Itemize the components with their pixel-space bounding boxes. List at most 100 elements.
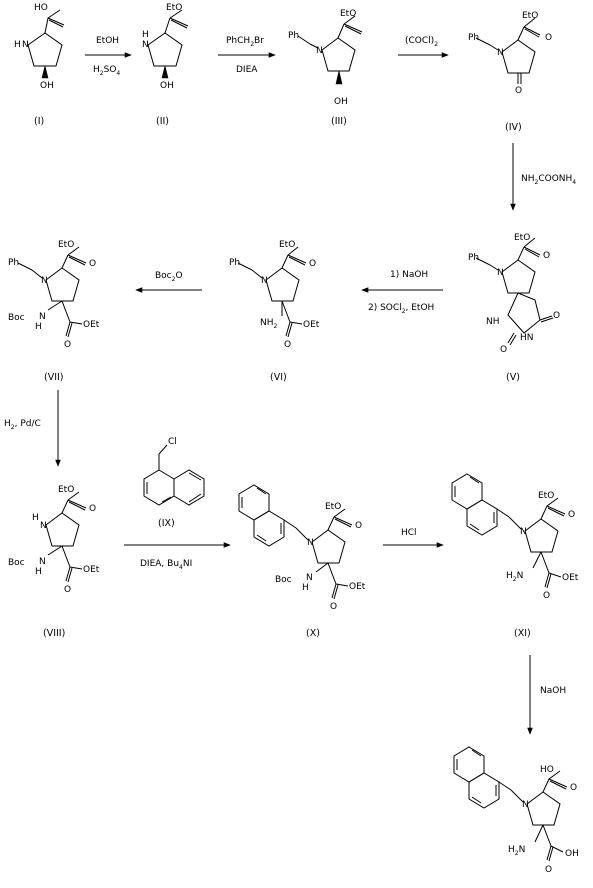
compound-label: (VIII): [43, 628, 65, 639]
ester2-label: OEt: [83, 565, 100, 575]
amine-h-label: H: [14, 40, 21, 50]
compound-V: Ph EtO N O NH HN O O (V): [468, 233, 560, 383]
compound-VIII: EtO N H O Boc N H OEt O (VIII): [8, 485, 100, 639]
carbonyl-o2-label: O: [64, 340, 71, 350]
compound-label: (VI): [270, 372, 287, 383]
nh-label: N: [306, 573, 313, 583]
ester-label: EtO: [538, 491, 554, 501]
nh-h-label: H: [35, 567, 42, 577]
ester-label: EtO: [522, 11, 538, 21]
amino-label: NH2: [260, 318, 278, 330]
step-2: PhCH2Br DIEA: [218, 36, 276, 75]
reagent: H2, Pd/C: [4, 419, 41, 431]
oxo-label: O: [545, 33, 552, 43]
compound-VI: Ph EtO N O NH2 OEt O (VI): [229, 240, 320, 383]
step-3: (COCl)2: [398, 36, 449, 58]
compound-VII: Ph EtO N O Boc N H OEt O (VII): [8, 240, 100, 383]
reagent-top: 1) NaOH: [390, 270, 428, 280]
amine-label: N: [261, 276, 268, 286]
oxo-label-1: O: [553, 311, 560, 321]
ketone-label: O: [515, 86, 522, 96]
compound-label: (IV): [505, 122, 522, 133]
step-5: 1) NaOH 2) SOCl2, EtOH: [361, 270, 443, 315]
benzyl-label: Ph: [468, 33, 479, 43]
reagent-top: (COCl)2: [405, 36, 438, 48]
benzyl-label: Ph: [8, 258, 19, 268]
ester2-label: OEt: [349, 582, 366, 592]
boc-label: Boc: [275, 575, 292, 585]
compound-label: (I): [34, 116, 44, 127]
compound-label: (IX): [158, 518, 175, 529]
compound-label: (III): [331, 116, 347, 127]
amine-label: N: [142, 40, 149, 50]
compound-III: Ph EtO N OH (III): [288, 9, 363, 127]
acid-label: HO: [540, 765, 554, 775]
amino-label: H2N: [508, 845, 525, 857]
nh-label-2: HN: [520, 333, 534, 343]
amine-h-label: H: [32, 513, 39, 523]
ester2-label: OEt: [83, 320, 100, 330]
compound-label: (XI): [514, 628, 531, 639]
ester-label: EtO: [325, 502, 341, 512]
hydroxyl-label: OH: [334, 97, 348, 107]
carbonyl-o-label: O: [309, 259, 316, 269]
reagent: NaOH: [540, 686, 566, 696]
carbonyl-o-label: O: [89, 504, 96, 514]
reagent-bottom: DIEA: [236, 65, 258, 75]
compound-XI: EtO N O H2N OEt O (XI): [451, 473, 579, 639]
amine-label: N: [41, 276, 48, 286]
carbonyl-o-label: O: [570, 783, 577, 793]
carbonyl-o2-label: O: [543, 591, 550, 601]
ester-label: EtO: [58, 485, 74, 495]
compound-label: (VII): [44, 372, 64, 383]
carbonyl-o2-label: O: [545, 865, 552, 875]
carbonyl-o2-label: O: [330, 602, 337, 612]
oxo-label-2: O: [500, 345, 507, 355]
compound-IX: Cl (IX): [143, 437, 205, 529]
ester-label: EtO: [340, 9, 356, 19]
nh-label: N: [39, 557, 46, 567]
compound-label: (X): [306, 628, 320, 639]
carbonyl-o-label: O: [89, 259, 96, 269]
benzyl-label: Ph: [288, 31, 299, 41]
hydroxyl-label: OH: [40, 81, 54, 91]
step-9: HCl: [383, 528, 444, 548]
amine-label: N: [316, 46, 323, 56]
reagent: Boc2O: [155, 271, 183, 283]
carbonyl-o-label: O: [543, 251, 550, 261]
carbonyl-o2-label: O: [284, 340, 291, 350]
step-7: H2, Pd/C: [4, 390, 61, 467]
carbonyl-o-label: O: [568, 510, 575, 520]
reagent-top: EtOH: [96, 36, 119, 46]
compound-label: (II): [156, 116, 169, 127]
amine-label: N: [497, 268, 504, 278]
reagent: HCl: [401, 528, 417, 538]
step-4: NH2COONH4: [510, 143, 576, 211]
benzyl-label: Ph: [468, 253, 479, 263]
compound-I: HO N H OH (I): [14, 3, 65, 127]
nh-label-1: NH: [486, 317, 500, 327]
amine-label: N: [40, 521, 47, 531]
ester-label: EtO: [166, 3, 182, 13]
step-1: EtOH H2SO4: [85, 36, 132, 77]
ester-label: EtO: [514, 233, 530, 243]
nh-label: N: [39, 312, 46, 322]
pyrrolidine-ring: [27, 32, 63, 67]
step-8: DIEA, Bu4NI: [124, 542, 231, 571]
amino-label: H2N: [506, 571, 523, 583]
reagent: DIEA, Bu4NI: [140, 559, 192, 571]
amine-label: N: [22, 40, 29, 50]
hydroxyl-wedge: [41, 65, 49, 79]
hydroxyl-label: OH: [160, 81, 174, 91]
reagent: NH2COONH4: [521, 174, 576, 186]
step-6: Boc2O: [135, 271, 202, 293]
chloro-label: Cl: [168, 437, 177, 447]
benzyl-label: Ph: [229, 258, 240, 268]
compound-X: EtO N O Boc N H OEt O (X): [238, 484, 366, 639]
nh-h-label: H: [35, 322, 42, 332]
carbonyl-o-label: O: [355, 521, 362, 531]
boc-label: Boc: [8, 313, 25, 323]
ester2-label: OEt: [562, 573, 579, 583]
amine-label: N: [497, 48, 504, 58]
